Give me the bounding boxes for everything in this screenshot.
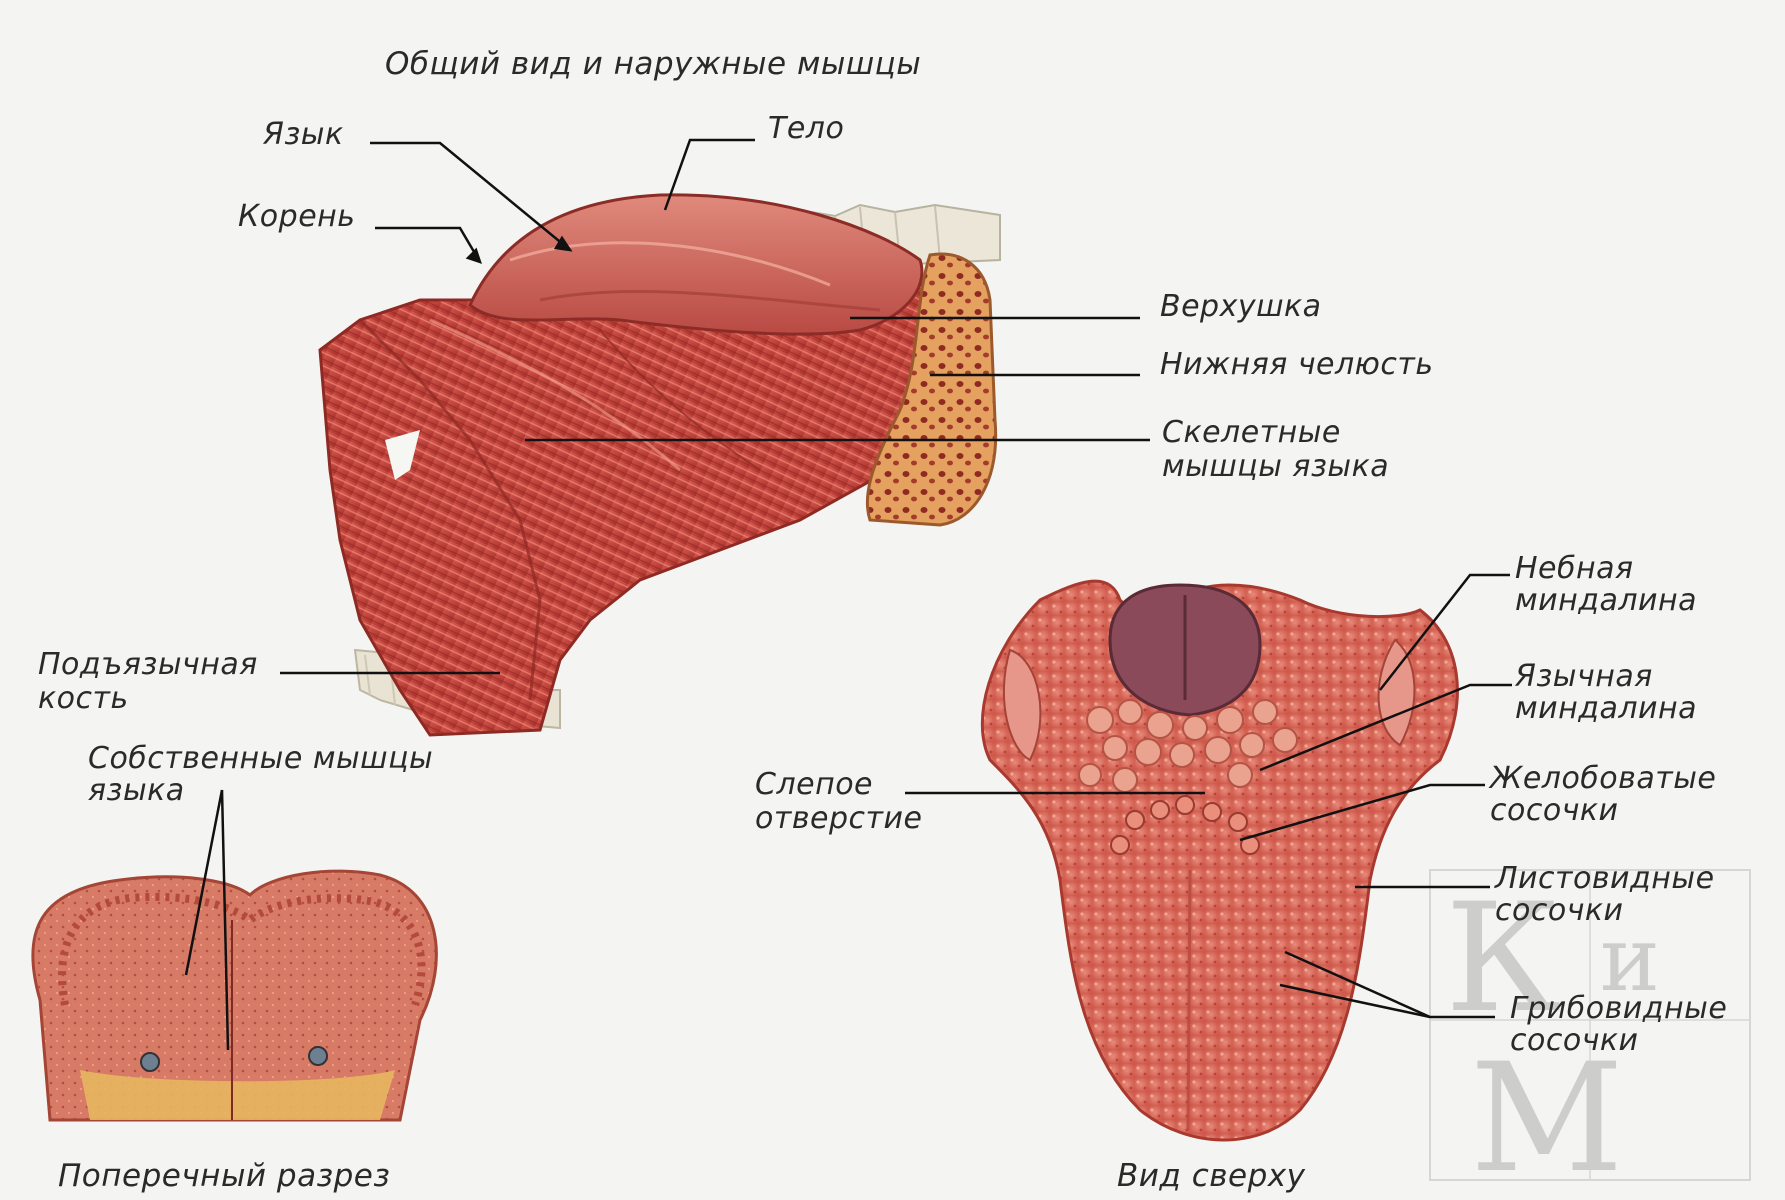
label-vallate-papillae-line1: Желобоватые xyxy=(1490,762,1716,795)
label-body: Тело xyxy=(768,112,844,145)
label-fungiform-papillae-line2: сосочки xyxy=(1510,1024,1639,1057)
label-fungiform-papillae-line1: Грибовидные xyxy=(1510,992,1727,1025)
label-foliate-papillae-line1: Листовидные xyxy=(1495,862,1715,895)
label-vallate-papillae-line2: сосочки xyxy=(1490,794,1619,827)
label-root: Корень xyxy=(238,200,355,233)
label-foramen-cecum-line2: отверстие xyxy=(755,802,922,835)
vessel-right-shape xyxy=(309,1047,327,1065)
label-lingual-tonsil-line1: Язычная xyxy=(1515,660,1653,693)
caption-general-view: Общий вид и наружные мышцы xyxy=(385,48,921,81)
label-skeletal-muscles-line1: Скелетные xyxy=(1162,416,1341,449)
label-mandible: Нижняя челюсть xyxy=(1160,348,1434,381)
top-view-illustration xyxy=(982,581,1457,1140)
label-hyoid-line1: Подъязычная xyxy=(38,648,258,681)
label-foramen-cecum-line1: Слепое xyxy=(755,768,873,801)
caption-cross-section: Поперечный разрез xyxy=(58,1160,390,1193)
label-tip: Верхушка xyxy=(1160,290,1322,323)
label-palatine-tonsil-line2: миндалина xyxy=(1515,584,1697,617)
label-tongue: Язык xyxy=(263,118,344,151)
label-foliate-papillae-line2: сосочки xyxy=(1495,894,1624,927)
leader-root xyxy=(375,228,480,262)
label-palatine-tonsil-line1: Небная xyxy=(1515,552,1634,585)
label-hyoid-line2: кость xyxy=(38,682,129,715)
lateral-view-illustration xyxy=(320,195,1000,735)
label-intrinsic-muscles-line2: языка xyxy=(88,774,185,807)
vessel-left-shape xyxy=(141,1053,159,1071)
label-intrinsic-muscles-line1: Собственные мышцы xyxy=(88,742,433,775)
label-lingual-tonsil-line2: миндалина xyxy=(1515,692,1697,725)
cross-section-illustration xyxy=(33,871,437,1120)
caption-top-view: Вид сверху xyxy=(1117,1160,1305,1193)
label-skeletal-muscles-line2: мышцы языка xyxy=(1162,450,1389,483)
